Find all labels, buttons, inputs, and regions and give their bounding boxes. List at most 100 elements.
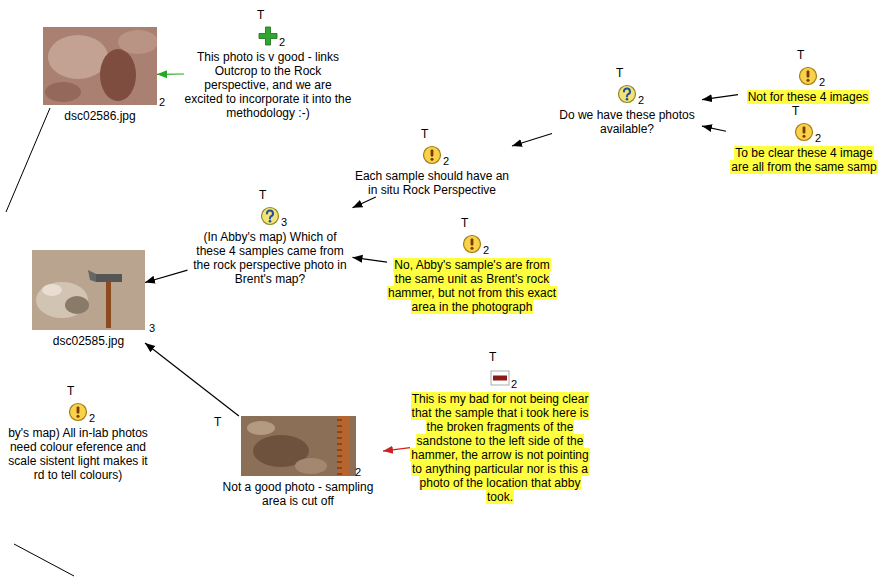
count-number: 2 [815, 132, 821, 144]
icon-disc [464, 236, 481, 253]
concept-node: No, Abby's sample's are from the same un… [387, 234, 557, 314]
photo-texture [247, 421, 275, 435]
q-icon [617, 84, 637, 104]
icon-mark [493, 376, 507, 381]
node-text: Do we have these photos available? [559, 108, 694, 136]
node-tag: T [797, 49, 804, 62]
concept-node: This photo is v good - links Outcrop to … [184, 26, 352, 120]
node-tag: T [257, 9, 264, 22]
count-number: 2 [355, 466, 361, 478]
icon-mark [77, 415, 80, 418]
node-text: To be clear these 4 image are all from t… [730, 146, 877, 174]
icon-mark [259, 27, 277, 45]
connector-arrow [145, 270, 188, 282]
node-tag: T [214, 416, 221, 429]
node-text: This is my bad for not being clear that … [410, 392, 589, 504]
icon-disc [619, 86, 636, 103]
icon-disc [796, 124, 813, 141]
photo-ground [241, 416, 356, 476]
node-text: by's map) All in-lab photos need colour … [8, 426, 148, 482]
ruler-tick [337, 456, 342, 457]
icon-box [491, 371, 509, 385]
concept-node: (In Abby's map) Which of these 4 samples… [188, 206, 353, 286]
q-icon [260, 206, 280, 226]
node-text: Not a good photo - sampling area is cut … [223, 480, 374, 508]
icon-mark [803, 135, 806, 138]
count-number: 2 [89, 412, 95, 424]
icon-mark [807, 79, 810, 82]
concept-node: by's map) All in-lab photos need colour … [4, 402, 152, 482]
node-tag: T [792, 105, 799, 118]
photo-texture [65, 296, 89, 314]
icon-disc [70, 404, 87, 421]
ruler-tick [337, 474, 342, 475]
node-text: This photo is v good - links Outcrop to … [185, 50, 352, 120]
connector-arrow [157, 73, 184, 75]
node-text: Not for these 4 images [747, 90, 870, 104]
connector-arrow [702, 95, 738, 100]
offpage-line [14, 544, 74, 576]
exc-icon [422, 145, 442, 165]
ruler [337, 416, 349, 476]
ruler-tick [337, 420, 342, 421]
hammer-head [96, 274, 122, 282]
photo-thumbnail [241, 416, 356, 476]
node-label: This photo is v good - links Outcrop to … [184, 50, 352, 120]
concept-node: Each sample should have an in situ Rock … [352, 145, 512, 197]
icon-disc [800, 68, 817, 85]
node-label: This is my bad for not being clear that … [410, 392, 590, 504]
exc-icon [798, 66, 818, 86]
icon-mark [269, 220, 272, 223]
icon-mark [626, 98, 629, 101]
ruler-tick [337, 432, 342, 433]
node-text: dsc02586.jpg [64, 109, 135, 123]
node-tag: T [67, 385, 74, 398]
connector-arrow [702, 126, 726, 131]
ruler-tick [337, 450, 342, 451]
node-text: Each sample should have an in situ Rock … [355, 169, 509, 197]
icon-mark [431, 150, 434, 157]
node-label: dsc02585.jpg [32, 334, 145, 348]
ruler-tick [337, 426, 342, 427]
icon-disc [424, 147, 441, 164]
photo-texture [36, 282, 88, 318]
node-tag: T [489, 351, 496, 364]
node-text: dsc02585.jpg [53, 334, 124, 348]
icon-mark [471, 247, 474, 250]
image-node: Not a good photo - sampling area is cut … [213, 416, 383, 508]
photo-texture [118, 30, 157, 54]
icon-mark [624, 88, 630, 96]
exc-icon [462, 234, 482, 254]
photo-texture [48, 35, 108, 79]
count-number: 2 [443, 155, 449, 167]
ruler-tick [337, 462, 342, 463]
node-label: To be clear these 4 image are all from t… [726, 146, 882, 174]
count-number: 3 [281, 216, 287, 228]
node-tag: T [259, 189, 266, 202]
photo-thumbnail [32, 250, 145, 330]
hammer-handle [106, 280, 111, 328]
count-number: 2 [159, 96, 165, 108]
connector-arrow [512, 133, 552, 146]
photo-ground [43, 27, 157, 105]
node-label: Do we have these photos available? [552, 108, 702, 136]
node-text: No, Abby's sample's are from the same un… [387, 258, 557, 314]
node-label: Not a good photo - sampling area is cut … [213, 480, 383, 508]
node-label: by's map) All in-lab photos need colour … [4, 426, 152, 482]
count-number: 3 [149, 322, 155, 334]
node-label: Each sample should have an in situ Rock … [352, 169, 512, 197]
count-number: 2 [483, 244, 489, 256]
con-icon [490, 368, 510, 388]
connector-arrow [353, 197, 376, 208]
icon-mark [471, 239, 474, 246]
count-number: 2 [279, 36, 285, 48]
node-label: dsc02586.jpg [43, 109, 157, 123]
concept-node: To be clear these 4 image are all from t… [726, 122, 882, 174]
photo-texture [45, 82, 81, 102]
exc-icon [68, 402, 88, 422]
ruler-tick [337, 468, 342, 469]
icon-disc [262, 208, 279, 225]
connector-arrow [383, 448, 410, 451]
node-label: (In Abby's map) Which of these 4 samples… [188, 230, 353, 286]
icon-mark [803, 127, 806, 134]
